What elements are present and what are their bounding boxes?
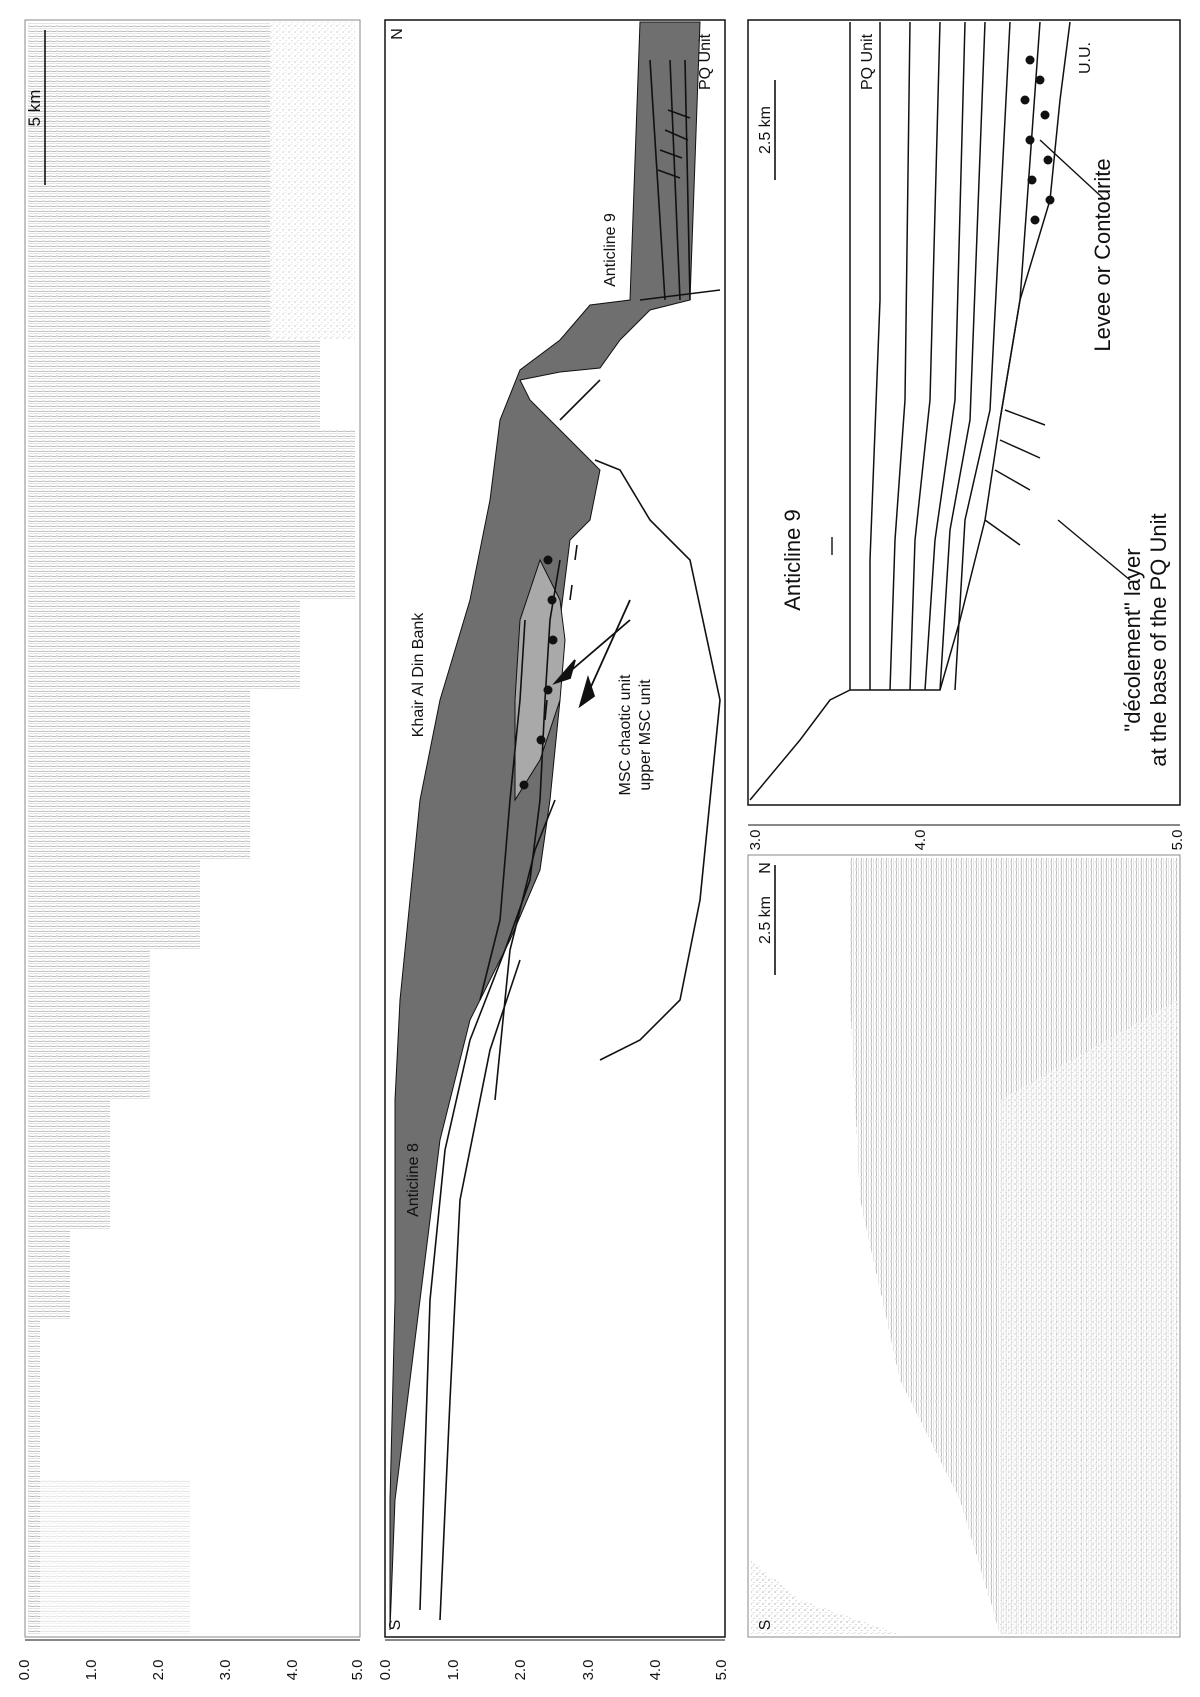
seismic-noise — [270, 22, 355, 340]
label-anticline-9: Anticline 9 — [602, 213, 619, 287]
time-axis-top: 0.0 1.0 2.0 3.0 4.0 5.0 — [16, 1640, 366, 1680]
label-pq-unit: PQ Unit — [697, 33, 714, 90]
axis-tick-label: 2.0 — [150, 1660, 167, 1681]
axis-tick-label: 4.0 — [284, 1660, 301, 1681]
axis-tick-label: 5.0 — [349, 1660, 366, 1681]
seismic-panel-top: 5 km — [25, 20, 360, 1637]
scale-label-bottom-seismic: 2.5 km — [757, 896, 774, 944]
label-pq-unit-bottom: PQ Unit — [859, 33, 876, 90]
label-south-bottom: S — [757, 1620, 774, 1631]
label-khair-al-din-bank: Khair Al Din Bank — [410, 612, 427, 738]
time-axis-bottom: 3.0 4.0 5.0 — [747, 825, 1186, 850]
axis-tick-label: 3.0 — [217, 1660, 234, 1681]
axis-tick-label: 4.0 — [912, 830, 929, 851]
label-anticline-9-bottom: Anticline 9 — [780, 509, 805, 611]
interpretation-panel-bottom-frame — [748, 20, 1180, 805]
label-decollement-line1: "décolement" layer — [1120, 548, 1145, 731]
axis-tick-label: 3.0 — [747, 830, 764, 851]
label-north: N — [389, 28, 406, 40]
label-upper-msc-unit: upper MSC unit — [637, 679, 654, 791]
axis-tick-label: 5.0 — [713, 1660, 730, 1681]
label-anticline-8: Anticline 8 — [405, 1143, 422, 1217]
axis-tick-label: 5.0 — [1169, 830, 1186, 851]
axis-tick-label: 1.0 — [445, 1660, 462, 1681]
label-north-bottom: N — [757, 862, 774, 874]
scale-label-top: 5 km — [25, 90, 44, 127]
axis-tick-label: 0.0 — [377, 1660, 394, 1681]
label-south: S — [387, 1620, 404, 1631]
axis-tick-label: 3.0 — [580, 1660, 597, 1681]
label-levee-or-contourite: Levee or Contourite — [1090, 158, 1115, 351]
label-decollement-line2: at the base of the PQ Unit — [1146, 513, 1171, 766]
seismic-reflectors-deep — [28, 1480, 190, 1634]
axis-tick-label: 4.0 — [647, 1660, 664, 1681]
label-uu: U.U. — [1077, 42, 1094, 74]
seismic-panel-bottom: 2.5 km N S — [748, 855, 1180, 1637]
label-msc-chaotic-unit: MSC chaotic unit — [617, 674, 634, 795]
axis-tick-label: 2.0 — [512, 1660, 529, 1681]
time-axis-middle: 0.0 1.0 2.0 3.0 4.0 5.0 — [377, 1640, 730, 1680]
interpretation-panel-bottom: 2.5 km PQ Unit U.U. Levee or Contourite … — [748, 20, 1180, 805]
axis-tick-label: 1.0 — [83, 1660, 100, 1681]
scale-label-bottom-interp: 2.5 km — [757, 106, 774, 154]
seismic-noise-deep — [1000, 1000, 1178, 1634]
interpretation-panel-top: Anticline 8 Khair Al Din Bank MSC chaoti… — [385, 20, 725, 1637]
axis-tick-label: 0.0 — [16, 1660, 33, 1681]
